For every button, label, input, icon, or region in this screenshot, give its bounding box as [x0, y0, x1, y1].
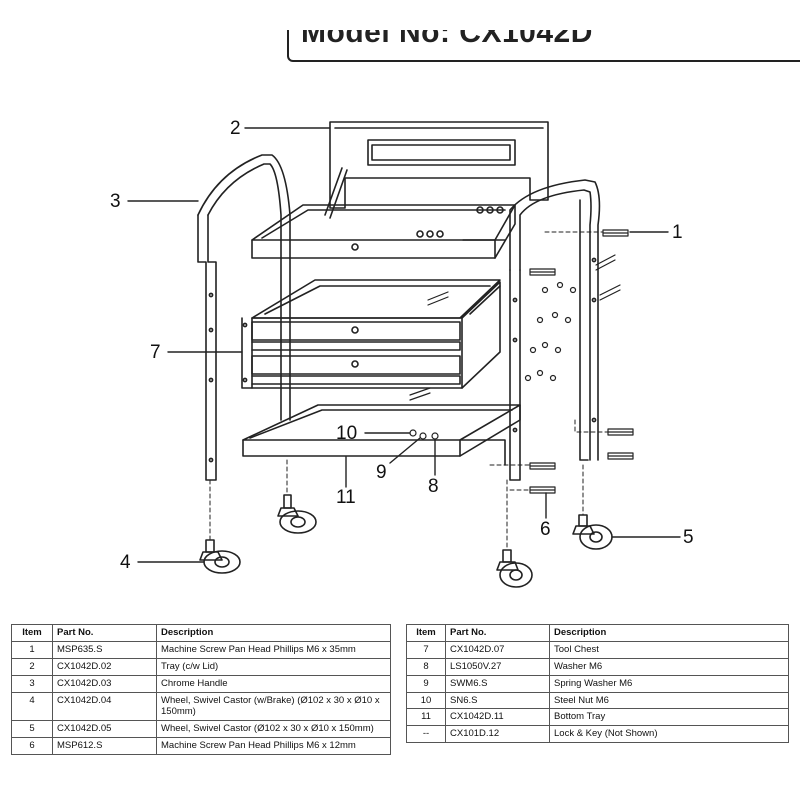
callout-11: 11	[336, 487, 356, 508]
callout-6: 6	[540, 519, 551, 540]
table-row: -- CX101D.12 Lock & Key (Not Shown)	[406, 725, 789, 744]
header-part-no: Part No.	[52, 624, 157, 642]
cell-part-no: CX1042D.05	[52, 720, 157, 739]
parts-table-left: Item Part No. Description 1 MSP635.S Mac…	[11, 624, 391, 755]
table-row: 10 SN6.S Steel Nut M6	[406, 691, 789, 710]
castor-right-front	[496, 549, 533, 588]
header-description: Description	[156, 624, 391, 642]
castor-left-rear	[277, 494, 317, 534]
cell-description: Tray (c/w Lid)	[156, 657, 391, 676]
cell-description: Washer M6	[549, 657, 789, 676]
cell-description: Bottom Tray	[549, 708, 789, 727]
parts-table-right: Item Part No. Description 7 CX1042D.07 T…	[406, 624, 789, 744]
callout-10: 10	[336, 423, 358, 444]
cell-item: 7	[406, 640, 446, 659]
cell-part-no: CX1042D.03	[52, 674, 157, 693]
assembly-guides	[209, 231, 609, 551]
castor-right-rear	[572, 514, 613, 550]
cell-item: 10	[406, 691, 446, 710]
cell-part-no: CX1042D.04	[52, 691, 157, 722]
table-row: 3 CX1042D.03 Chrome Handle	[11, 674, 391, 693]
callout-4: 4	[120, 552, 131, 573]
cell-item: 4	[11, 691, 53, 722]
header-item: Item	[406, 624, 446, 642]
callout-7: 7	[150, 342, 161, 363]
cell-description: Spring Washer M6	[549, 674, 789, 693]
cell-item: 3	[11, 674, 53, 693]
table-row: 4 CX1042D.04 Wheel, Swivel Castor (w/Bra…	[11, 691, 391, 722]
tool-chest	[241, 279, 501, 389]
cell-item: 11	[406, 708, 446, 727]
callout-3: 3	[110, 191, 121, 212]
cell-part-no: CX101D.12	[445, 725, 550, 744]
cell-part-no: SN6.S	[445, 691, 550, 710]
table-header-row: Item Part No. Description	[406, 624, 789, 642]
table-header-row: Item Part No. Description	[11, 624, 391, 642]
table-row: 7 CX1042D.07 Tool Chest	[406, 640, 789, 659]
cell-description: Steel Nut M6	[549, 691, 789, 710]
cell-part-no: SWM6.S	[445, 674, 550, 693]
cell-description: Lock & Key (Not Shown)	[549, 725, 789, 744]
cell-item: 5	[11, 720, 53, 739]
callout-2: 2	[230, 118, 241, 139]
model-title: Model No: CX1042D	[301, 30, 593, 49]
trolley-drawing	[127, 121, 681, 588]
screws-group	[409, 229, 634, 494]
callout-1: 1	[672, 222, 683, 243]
cell-part-no: MSP635.S	[52, 640, 157, 659]
table-row: 11 CX1042D.11 Bottom Tray	[406, 708, 789, 727]
header-description: Description	[549, 624, 789, 642]
table-row: 6 MSP612.S Machine Screw Pan Head Philli…	[11, 737, 391, 755]
header-part-no: Part No.	[445, 624, 550, 642]
cell-item: 2	[11, 657, 53, 676]
cell-description: Machine Screw Pan Head Phillips M6 x 12m…	[156, 737, 391, 755]
table-row: 9 SWM6.S Spring Washer M6	[406, 674, 789, 693]
cell-item: 8	[406, 657, 446, 676]
cell-part-no: CX1042D.11	[445, 708, 550, 727]
cell-item: 6	[11, 737, 53, 755]
left-handle	[197, 154, 291, 481]
header-item: Item	[11, 624, 53, 642]
cell-part-no: MSP612.S	[52, 737, 157, 755]
table-row: 5 CX1042D.05 Wheel, Swivel Castor (Ø102 …	[11, 720, 391, 739]
callout-9: 9	[376, 462, 387, 483]
tray-lid	[324, 121, 549, 219]
model-title-box: Model No: CX1042D	[287, 30, 800, 62]
cell-part-no: CX1042D.07	[445, 640, 550, 659]
exploded-diagram: 2 3 1 7 10 9 8 11 6 5 4	[110, 118, 694, 588]
table-row: 2 CX1042D.02 Tray (c/w Lid)	[11, 657, 391, 676]
castor-left-front	[199, 539, 241, 574]
table-row: 8 LS1050V.27 Washer M6	[406, 657, 789, 676]
cell-item: --	[406, 725, 446, 744]
cell-description: Chrome Handle	[156, 674, 391, 693]
cell-description: Tool Chest	[549, 640, 789, 659]
table-row: 1 MSP635.S Machine Screw Pan Head Philli…	[11, 640, 391, 659]
cell-item: 9	[406, 674, 446, 693]
cell-description: Machine Screw Pan Head Phillips M6 x 35m…	[156, 640, 391, 659]
cell-description: Wheel, Swivel Castor (Ø102 x 30 x Ø10 x …	[156, 720, 391, 739]
callout-8: 8	[428, 476, 439, 497]
bottom-tray	[242, 404, 521, 466]
cell-part-no: LS1050V.27	[445, 657, 550, 676]
cell-part-no: CX1042D.02	[52, 657, 157, 676]
callout-5: 5	[683, 527, 694, 548]
right-handle	[509, 179, 601, 481]
top-tray	[251, 204, 516, 259]
cell-description: Wheel, Swivel Castor (w/Brake) (Ø102 x 3…	[156, 691, 391, 722]
leader-lines	[127, 127, 681, 563]
cell-item: 1	[11, 640, 53, 659]
